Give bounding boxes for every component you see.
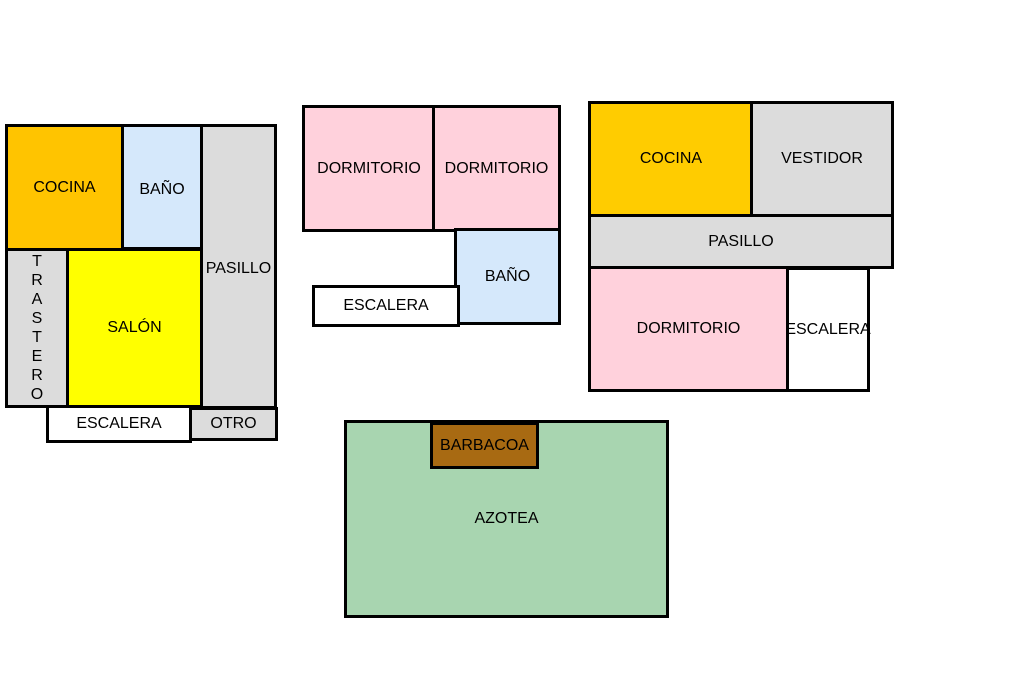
room-label: BARBACOA: [440, 436, 529, 454]
room-trastero: T R A S T E R O: [5, 248, 69, 408]
room-dormitorio-2: DORMITORIO: [432, 105, 561, 232]
room-label-letter: O: [30, 386, 44, 403]
room-label: OTRO: [210, 415, 257, 432]
room-label: BAÑO: [484, 267, 531, 285]
room-cocina-1: COCINA: [5, 124, 124, 251]
room-escalera-3: ESCALERA: [785, 267, 871, 392]
room-label-letter: A: [31, 291, 43, 308]
room-dormitorio-1: DORMITORIO: [302, 105, 436, 232]
room-label: VESTIDOR: [781, 150, 863, 167]
room-label: DORMITORIO: [636, 320, 741, 337]
room-bano-1: BAÑO: [121, 124, 203, 250]
room-label-letter: R: [31, 367, 43, 384]
room-label: PASILLO: [708, 232, 774, 250]
room-label: COCINA: [33, 178, 96, 196]
room-pasillo-1: PASILLO: [200, 124, 277, 409]
room-label: BAÑO: [139, 181, 185, 198]
room-label: DORMITORIO: [317, 159, 421, 177]
room-label-letter: T: [32, 329, 42, 346]
room-label-letter: E: [31, 348, 43, 365]
room-escalera-2: ESCALERA: [312, 285, 460, 327]
room-label-letter: S: [31, 310, 43, 327]
room-label: AZOTEA: [474, 510, 539, 527]
room-salon: SALÓN: [66, 248, 203, 408]
room-label: DORMITORIO: [444, 159, 549, 177]
room-label-letter: T: [32, 253, 42, 270]
room-label: ESCALERA: [76, 415, 162, 432]
room-pasillo-3: PASILLO: [588, 214, 894, 269]
room-cocina-3: COCINA: [588, 101, 754, 217]
room-label: COCINA: [639, 150, 703, 167]
room-bano-2: BAÑO: [454, 228, 561, 325]
room-label: ESCALERA: [785, 320, 871, 338]
room-label: ESCALERA: [343, 297, 429, 314]
room-otro: OTRO: [189, 407, 278, 441]
room-label-letter: R: [31, 272, 43, 289]
room-label: SALÓN: [107, 319, 162, 336]
room-barbacoa: BARBACOA: [430, 422, 539, 469]
room-vestidor: VESTIDOR: [750, 101, 894, 217]
room-dormitorio-3: DORMITORIO: [588, 266, 789, 392]
room-escalera-1: ESCALERA: [46, 405, 192, 443]
room-label: PASILLO: [205, 260, 272, 277]
